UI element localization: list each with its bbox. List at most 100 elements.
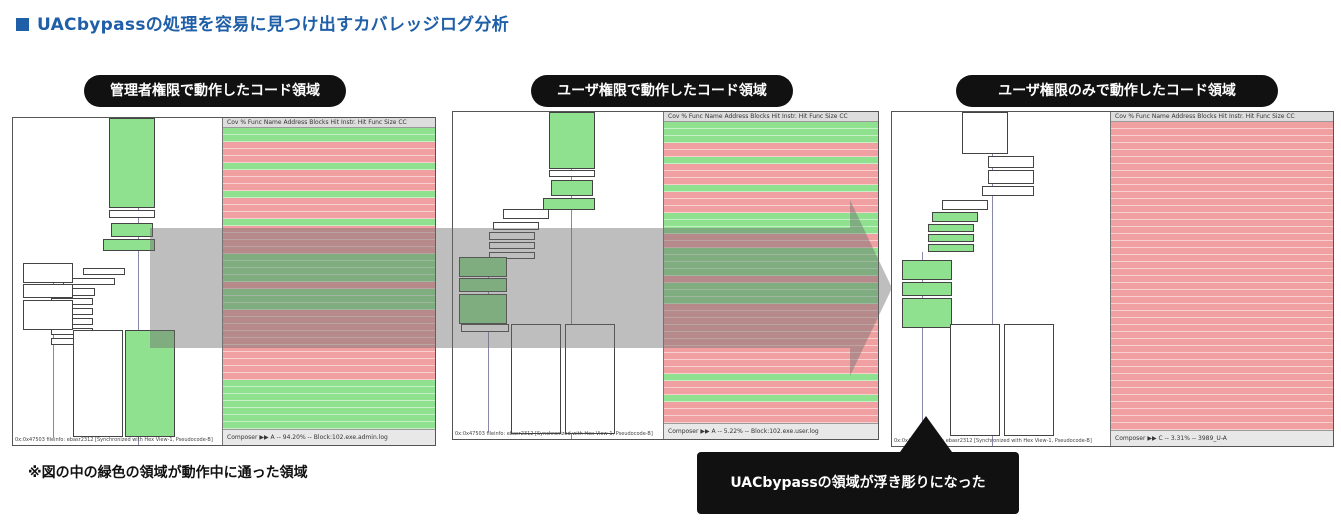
table-row[interactable] [664, 157, 878, 164]
table-row[interactable] [223, 191, 435, 198]
table-row[interactable] [223, 359, 435, 366]
table-row[interactable] [1111, 171, 1333, 178]
table-row[interactable] [664, 248, 878, 255]
table-row[interactable] [223, 240, 435, 247]
table-row[interactable] [1111, 227, 1333, 234]
table-row[interactable] [223, 275, 435, 282]
table-rows[interactable] [223, 128, 435, 429]
table-row[interactable] [1111, 283, 1333, 290]
table-row[interactable] [1111, 318, 1333, 325]
coverage-table[interactable]: Cov % Func Name Address Blocks Hit Instr… [222, 118, 435, 445]
table-row[interactable] [1111, 157, 1333, 164]
table-row[interactable] [1111, 192, 1333, 199]
table-row[interactable] [1111, 269, 1333, 276]
table-row[interactable] [664, 416, 878, 423]
table-row[interactable] [1111, 332, 1333, 339]
table-row[interactable] [223, 156, 435, 163]
table-row[interactable] [1111, 409, 1333, 416]
table-row[interactable] [664, 213, 878, 220]
table-row[interactable] [223, 128, 435, 135]
table-row[interactable] [1111, 339, 1333, 346]
table-row[interactable] [223, 394, 435, 401]
table-row[interactable] [664, 283, 878, 290]
table-row[interactable] [1111, 129, 1333, 136]
table-row[interactable] [223, 233, 435, 240]
table-row[interactable] [664, 374, 878, 381]
table-row[interactable] [223, 226, 435, 233]
table-row[interactable] [223, 331, 435, 338]
table-row[interactable] [223, 303, 435, 310]
table-row[interactable] [1111, 276, 1333, 283]
table-rows[interactable] [1111, 122, 1333, 430]
table-row[interactable] [223, 289, 435, 296]
table-row[interactable] [1111, 248, 1333, 255]
table-row[interactable] [664, 192, 878, 199]
table-row[interactable] [664, 402, 878, 409]
table-row[interactable] [223, 247, 435, 254]
table-row[interactable] [664, 381, 878, 388]
table-row[interactable] [223, 149, 435, 156]
table-row[interactable] [223, 317, 435, 324]
table-row[interactable] [664, 185, 878, 192]
table-row[interactable] [1111, 206, 1333, 213]
table-row[interactable] [1111, 234, 1333, 241]
table-row[interactable] [664, 290, 878, 297]
table-row[interactable] [223, 380, 435, 387]
table-row[interactable] [1111, 360, 1333, 367]
table-rows[interactable] [664, 122, 878, 423]
table-row[interactable] [664, 234, 878, 241]
table-row[interactable] [664, 255, 878, 262]
table-row[interactable] [223, 422, 435, 429]
table-row[interactable] [223, 205, 435, 212]
coverage-table[interactable]: Cov % Func Name Address Blocks Hit Instr… [1110, 112, 1333, 446]
table-row[interactable] [664, 325, 878, 332]
table-row[interactable] [1111, 388, 1333, 395]
table-row[interactable] [1111, 213, 1333, 220]
table-row[interactable] [223, 198, 435, 205]
table-row[interactable] [664, 122, 878, 129]
table-row[interactable] [223, 366, 435, 373]
table-row[interactable] [223, 373, 435, 380]
table-row[interactable] [1111, 178, 1333, 185]
table-row[interactable] [223, 254, 435, 261]
table-row[interactable] [1111, 150, 1333, 157]
table-row[interactable] [664, 262, 878, 269]
table-row[interactable] [1111, 164, 1333, 171]
table-row[interactable] [664, 353, 878, 360]
table-row[interactable] [223, 310, 435, 317]
table-row[interactable] [223, 352, 435, 359]
table-row[interactable] [223, 282, 435, 289]
table-row[interactable] [223, 142, 435, 149]
table-row[interactable] [1111, 311, 1333, 318]
table-row[interactable] [1111, 381, 1333, 388]
table-row[interactable] [1111, 402, 1333, 409]
table-row[interactable] [664, 339, 878, 346]
table-row[interactable] [664, 304, 878, 311]
table-row[interactable] [1111, 416, 1333, 423]
table-row[interactable] [1111, 122, 1333, 129]
table-row[interactable] [664, 227, 878, 234]
table-row[interactable] [223, 184, 435, 191]
table-row[interactable] [1111, 304, 1333, 311]
table-row[interactable] [1111, 255, 1333, 262]
table-row[interactable] [1111, 325, 1333, 332]
table-row[interactable] [223, 163, 435, 170]
table-row[interactable] [1111, 423, 1333, 430]
table-row[interactable] [664, 199, 878, 206]
table-row[interactable] [1111, 220, 1333, 227]
table-row[interactable] [1111, 136, 1333, 143]
table-row[interactable] [223, 387, 435, 394]
table-row[interactable] [223, 296, 435, 303]
table-row[interactable] [664, 346, 878, 353]
table-row[interactable] [223, 170, 435, 177]
table-row[interactable] [664, 395, 878, 402]
table-row[interactable] [223, 324, 435, 331]
table-row[interactable] [664, 241, 878, 248]
table-row[interactable] [664, 129, 878, 136]
table-row[interactable] [664, 409, 878, 416]
table-row[interactable] [1111, 395, 1333, 402]
table-row[interactable] [1111, 346, 1333, 353]
table-row[interactable] [664, 143, 878, 150]
table-row[interactable] [223, 345, 435, 352]
table-row[interactable] [1111, 262, 1333, 269]
